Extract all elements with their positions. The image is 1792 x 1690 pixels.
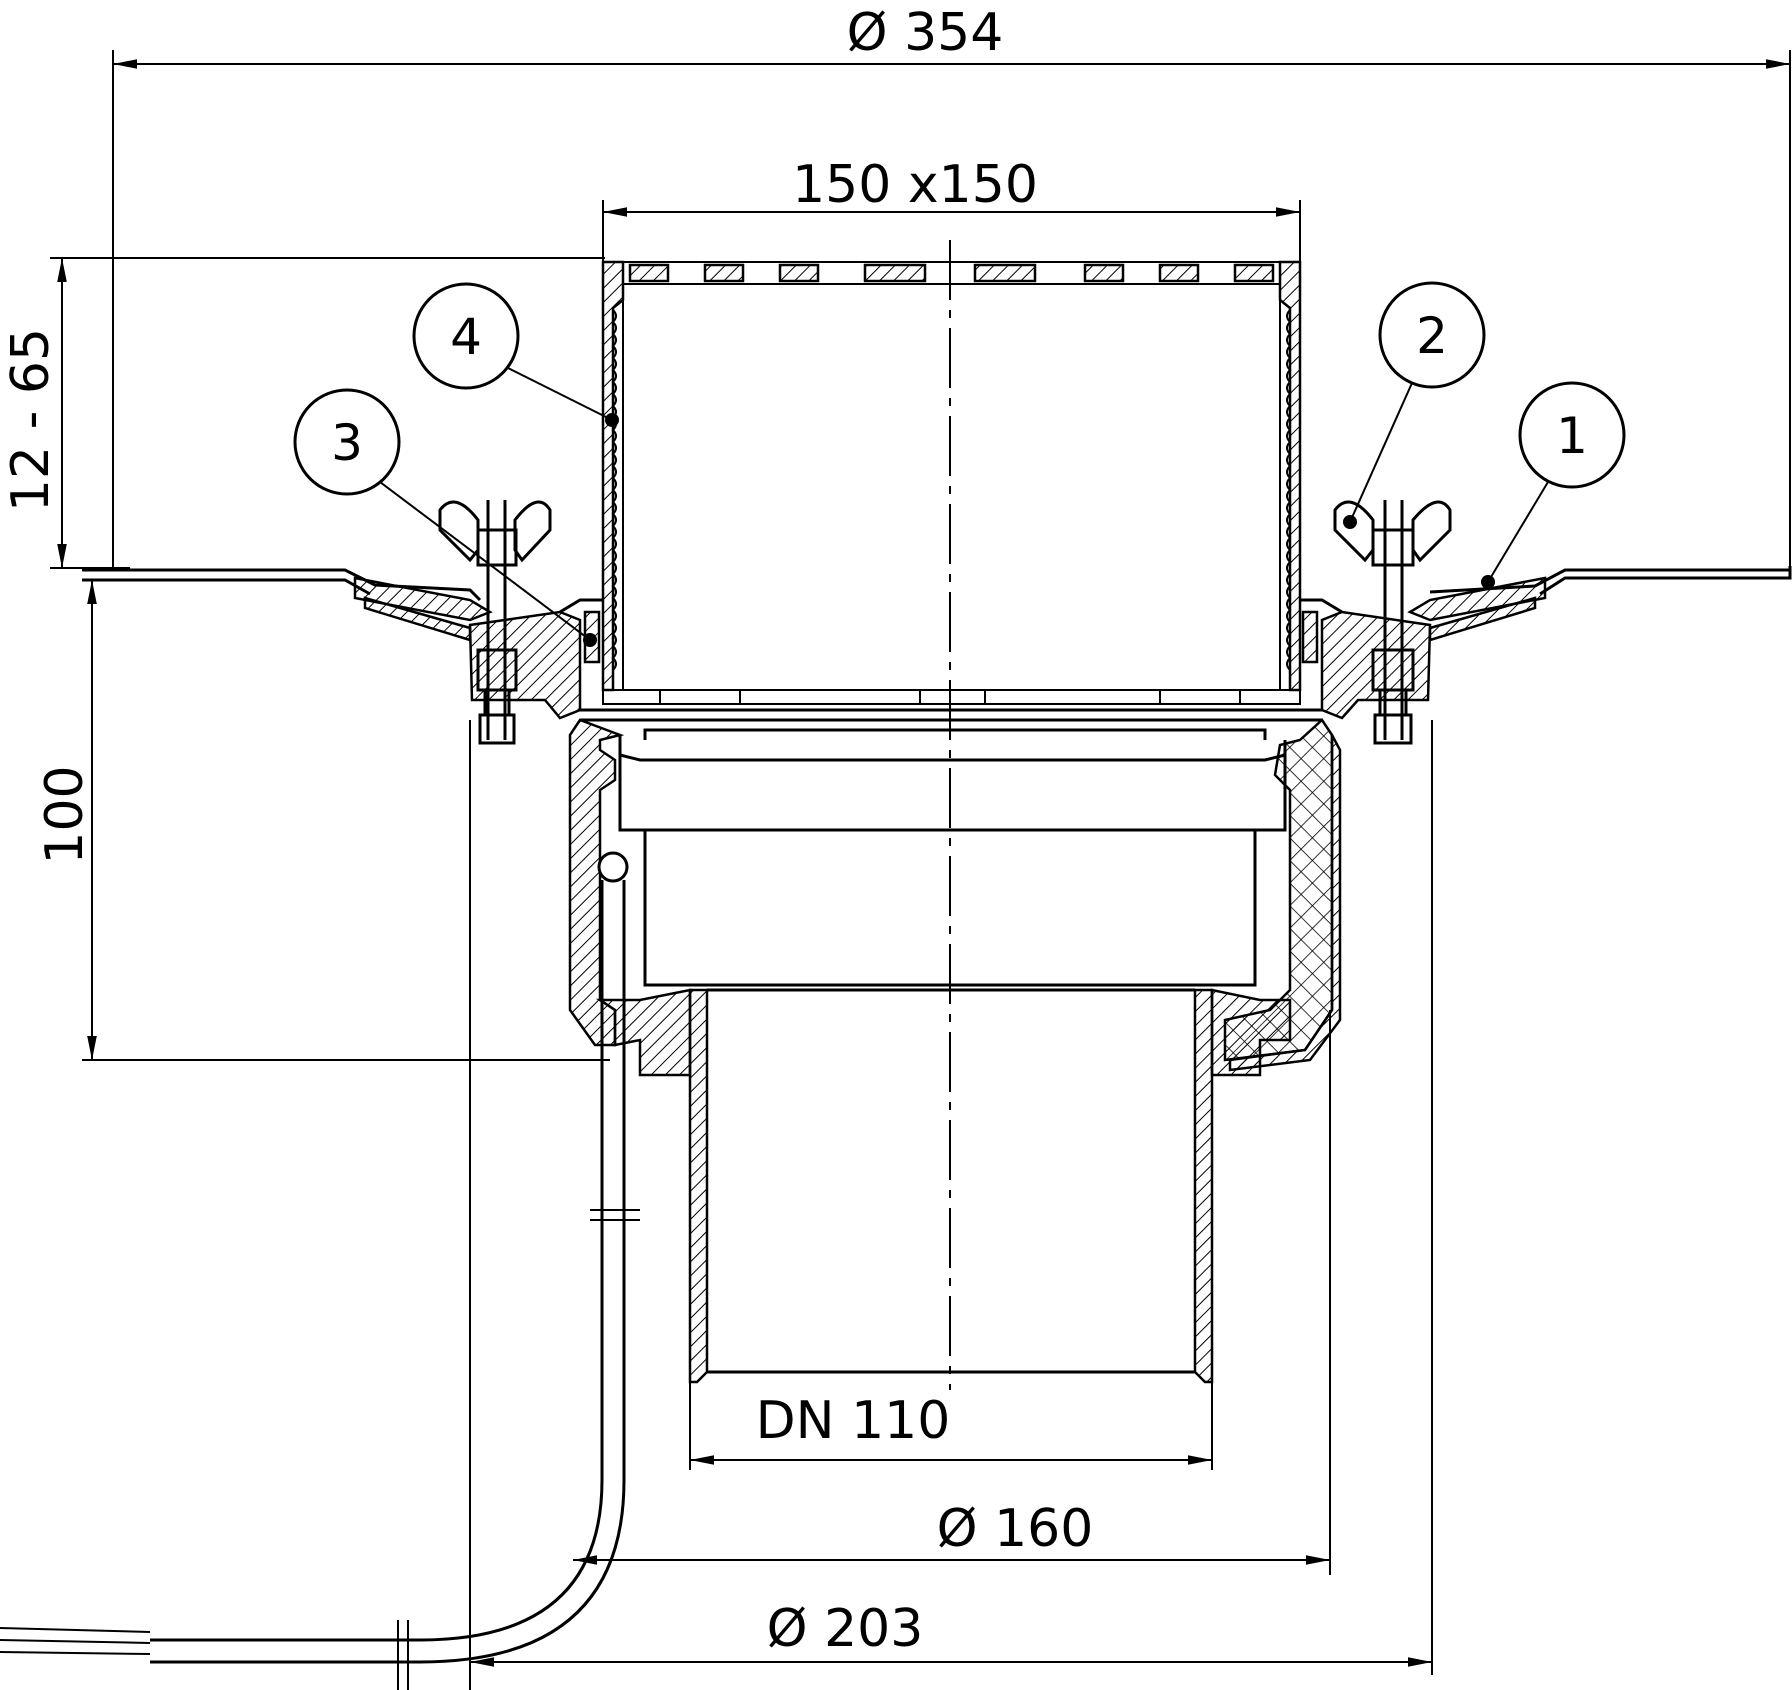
callout-1: 1 <box>1481 381 1626 589</box>
callout-2: 2 <box>1343 281 1486 529</box>
grate-frame <box>601 260 1302 692</box>
callout-2-label: 2 <box>1416 307 1448 365</box>
dimension-diameter-160: Ø 160 <box>573 1010 1331 1575</box>
dimension-height-range: 12 - 65 <box>1 257 605 569</box>
outlet-pipe <box>688 988 1214 1384</box>
membrane-flange <box>82 566 1792 642</box>
callout-4-label: 4 <box>450 308 482 366</box>
dimension-label-150x150: 150 x150 <box>792 155 1038 215</box>
dimension-label-dn110: DN 110 <box>756 1391 951 1451</box>
dimension-outlet: DN 110 <box>689 1380 1213 1470</box>
dimension-label-100: 100 <box>35 765 95 864</box>
dimension-label-354: Ø 354 <box>847 3 1004 63</box>
drain-body <box>568 708 1342 1077</box>
riser-bottom-plate <box>602 689 1301 705</box>
heating-cable <box>0 851 640 1690</box>
dimension-label-12-65: 12 - 65 <box>1 328 61 512</box>
dimension-diameter-203: Ø 203 <box>469 720 1433 1690</box>
dimension-diameter-354: Ø 354 <box>112 3 1791 570</box>
callout-4: 4 <box>412 282 619 427</box>
dimension-depth: 100 <box>35 580 610 1061</box>
riser-thread <box>611 300 1292 690</box>
callout-3-label: 3 <box>331 414 363 472</box>
wing-bolt-left <box>438 500 552 745</box>
callout-3: 3 <box>293 388 597 647</box>
dimension-grate-size: 150 x150 <box>602 155 1301 265</box>
dimension-label-160: Ø 160 <box>937 1499 1094 1559</box>
callout-1-label: 1 <box>1556 407 1588 465</box>
wing-bolt-right <box>1333 500 1452 745</box>
dimension-label-203: Ø 203 <box>767 1599 924 1659</box>
